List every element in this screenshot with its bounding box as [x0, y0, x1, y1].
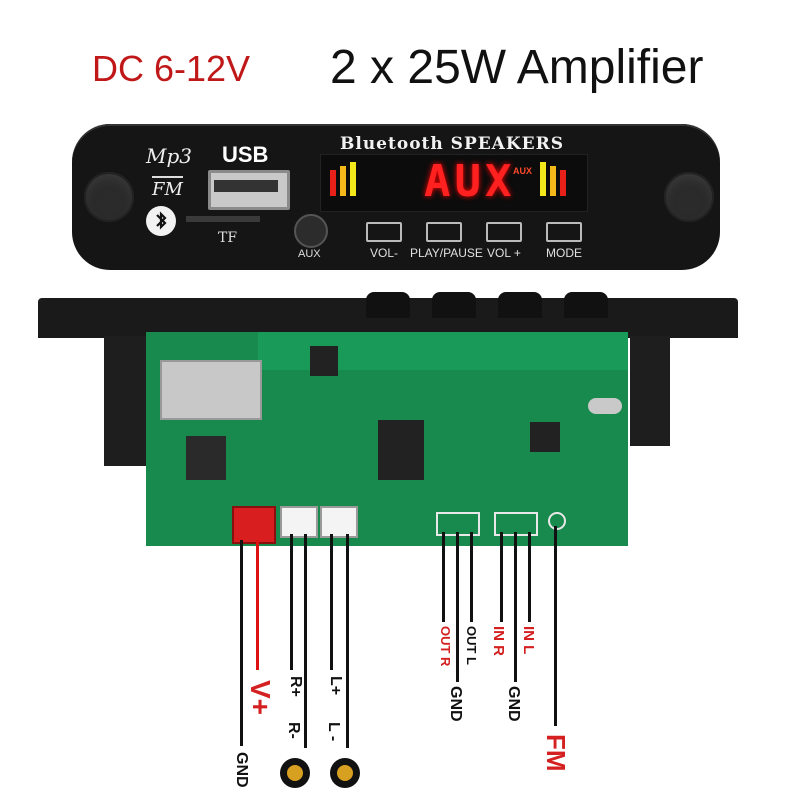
- amplifier-chip: [378, 420, 424, 480]
- bluetooth-chip: [530, 422, 560, 452]
- pin-in-l: IN L: [520, 626, 537, 655]
- fm-logo: FM: [152, 176, 183, 200]
- crystal-oscillator: [588, 398, 622, 414]
- play-pause-button[interactable]: [426, 222, 462, 242]
- wire-in-l: [528, 532, 531, 622]
- usb-label: USB: [222, 142, 269, 167]
- display-mode-indicator: AUX: [513, 166, 533, 176]
- sd-card-holder: [160, 360, 262, 420]
- wire-fm: [554, 526, 557, 726]
- level-bar: [340, 166, 346, 196]
- mount-screw-right: [664, 172, 714, 222]
- wire-lplus: [330, 534, 333, 670]
- speaker-terminal-left: [330, 758, 360, 788]
- pin-gnd-out: GND: [447, 686, 464, 722]
- product-title: 2 x 25W Amplifier: [330, 41, 704, 94]
- pin-fm: FM: [541, 734, 571, 772]
- tf-card-slot[interactable]: [186, 216, 260, 222]
- pin-r-minus: R-: [285, 722, 302, 739]
- power-connector[interactable]: [232, 506, 276, 544]
- mode-label: MODE: [546, 246, 582, 260]
- pin-r-plus: R+: [287, 676, 304, 697]
- level-bar: [550, 166, 556, 196]
- vol-down-label: VOL-: [369, 246, 398, 260]
- level-bar: [330, 170, 336, 196]
- pin-gnd-in: GND: [505, 686, 522, 722]
- button-stem: [498, 292, 542, 318]
- aux-label: AUX: [298, 248, 321, 260]
- chassis-bracket-right: [630, 336, 670, 446]
- button-stem: [564, 292, 608, 318]
- wire-gnd: [240, 540, 243, 746]
- voltage-label: DC 6-12V: [92, 48, 251, 89]
- level-bar: [540, 162, 546, 196]
- speaker-terminal-right: [280, 758, 310, 788]
- play-pause-label: PLAY/PAUSE: [410, 246, 483, 260]
- mode-button[interactable]: [546, 222, 582, 242]
- vol-up-label: VOL +: [487, 246, 521, 260]
- mp3-logo: Mp3: [146, 144, 193, 168]
- left-speaker-connector[interactable]: [320, 506, 358, 538]
- button-stem: [366, 292, 410, 318]
- aux-jack[interactable]: [294, 214, 328, 248]
- wire-out-r: [442, 532, 445, 622]
- regulator-chip: [186, 436, 226, 480]
- bluetooth-icon: [146, 206, 176, 236]
- vol-down-button[interactable]: [366, 222, 402, 242]
- pin-out-r: OUT R: [438, 626, 453, 667]
- level-bar: [350, 162, 356, 196]
- vol-up-button[interactable]: [486, 222, 522, 242]
- pin-v-plus: V+: [245, 680, 276, 716]
- wire-rplus: [290, 534, 293, 670]
- pin-out-l: OUT L: [464, 626, 479, 665]
- wire-vplus: [256, 540, 259, 670]
- usb-port-inner: [214, 180, 278, 192]
- pin-gnd: GND: [233, 752, 250, 788]
- level-bar: [560, 170, 566, 196]
- wire-rminus: [304, 534, 307, 748]
- button-stem: [432, 292, 476, 318]
- right-speaker-connector[interactable]: [280, 506, 318, 538]
- wire-in-r: [500, 532, 503, 622]
- pin-l-plus: L+: [327, 676, 344, 696]
- tactile-switch: [310, 346, 338, 376]
- display-readout: AUX: [424, 156, 516, 207]
- brand-label: Bluetooth SPEAKERS: [340, 134, 565, 154]
- wire-out-l: [470, 532, 473, 622]
- pin-l-minus: L -: [325, 722, 342, 742]
- tf-label: TF: [218, 230, 238, 246]
- wire-gnd-in: [514, 532, 517, 682]
- pin-in-r: IN R: [490, 626, 507, 656]
- mount-screw-left: [84, 172, 134, 222]
- wire-lminus: [346, 534, 349, 748]
- wire-gnd-out: [456, 532, 459, 682]
- fm-antenna-pad[interactable]: [548, 512, 566, 530]
